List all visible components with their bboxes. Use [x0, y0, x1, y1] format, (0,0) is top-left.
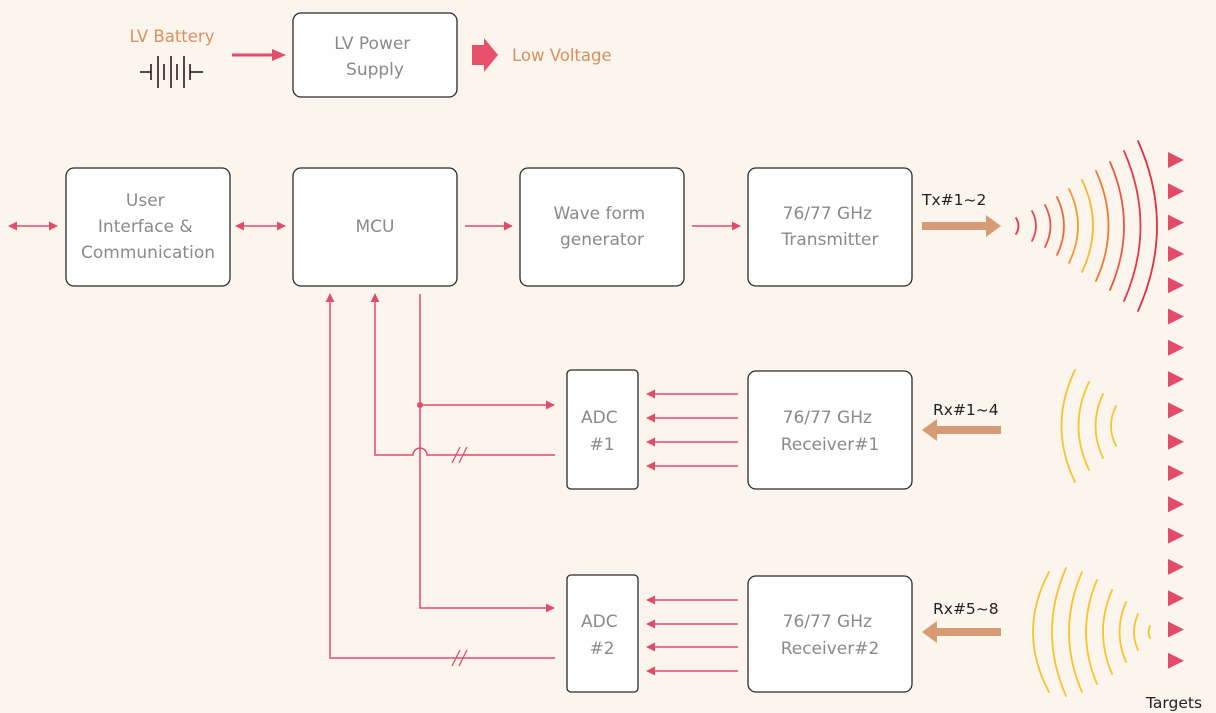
tx-output-arrow — [922, 215, 1001, 237]
mcu-box — [292, 167, 458, 287]
transmitter-label: 76/77 GHz Transmitter — [781, 204, 879, 250]
target-triangle — [1168, 152, 1184, 168]
rx1-input-arrow — [922, 419, 1001, 441]
bus-slash-marks — [451, 446, 468, 667]
lv-power-supply-box — [292, 12, 458, 98]
target-triangle — [1168, 465, 1184, 481]
target-triangle — [1168, 621, 1184, 638]
junction-dot — [417, 402, 423, 408]
lv-battery-label: LV Battery — [130, 27, 215, 46]
power-section: LV Battery LV Power Supply Low Voltage — [130, 12, 612, 98]
target-triangle — [1168, 433, 1184, 450]
target-triangle — [1168, 496, 1184, 513]
target-triangle — [1168, 652, 1184, 669]
receiver1-box — [747, 370, 913, 490]
rx2-wave-icon — [1032, 567, 1151, 697]
target-triangle — [1168, 183, 1184, 200]
waveform-generator-label: Wave form generator — [553, 204, 650, 250]
receiver2-box — [747, 575, 913, 693]
target-triangle — [1168, 590, 1184, 607]
receiver1-label: 76/77 GHz Receiver#1 — [781, 408, 880, 455]
target-triangle — [1168, 371, 1184, 388]
target-triangle — [1168, 308, 1184, 325]
rx1-to-adc1-arrows — [646, 389, 738, 471]
target-triangle — [1168, 245, 1184, 262]
mcu-to-adc2-control-line — [419, 294, 555, 613]
target-triangle — [1168, 527, 1184, 544]
tx-channel-label: Tx#1~2 — [921, 191, 986, 209]
lv-power-supply-label: LV Power Supply — [334, 34, 415, 80]
battery-icon — [140, 56, 203, 88]
targets-triangle-column — [1168, 152, 1184, 669]
targets-label: Targets — [1145, 694, 1202, 712]
tx-wave-icon — [1015, 140, 1158, 312]
mcu-label: MCU — [356, 217, 395, 237]
target-triangle — [1168, 558, 1184, 575]
user-interface-label: User Interface & Communication — [81, 191, 215, 263]
battery-to-supply-arrowhead — [272, 49, 286, 61]
target-triangle — [1168, 214, 1184, 231]
adc2-label: ADC #2 — [581, 612, 623, 659]
waveform-generator-box — [519, 167, 685, 287]
target-triangle — [1168, 277, 1184, 294]
rx2-to-adc2-arrows — [646, 595, 738, 676]
transmitter-box — [747, 167, 913, 287]
low-voltage-output-arrow — [472, 38, 498, 72]
low-voltage-label: Low Voltage — [512, 46, 612, 65]
mcu-bus-lines — [325, 293, 555, 667]
target-triangle — [1168, 339, 1184, 356]
rx2-channel-label: Rx#5~8 — [933, 600, 999, 618]
adc1-box — [566, 369, 639, 490]
user-interface-box — [65, 167, 231, 287]
adc1-to-mcu-line — [370, 293, 555, 456]
adc2-to-mcu-line — [325, 293, 555, 659]
adc2-box — [566, 574, 639, 693]
receiver2-label: 76/77 GHz Receiver#2 — [781, 612, 880, 659]
rx2-input-arrow — [922, 621, 1001, 643]
rx1-wave-icon — [1060, 369, 1117, 483]
adc1-label: ADC #1 — [581, 408, 623, 455]
target-triangle — [1168, 402, 1184, 419]
rx1-channel-label: Rx#1~4 — [933, 401, 999, 419]
